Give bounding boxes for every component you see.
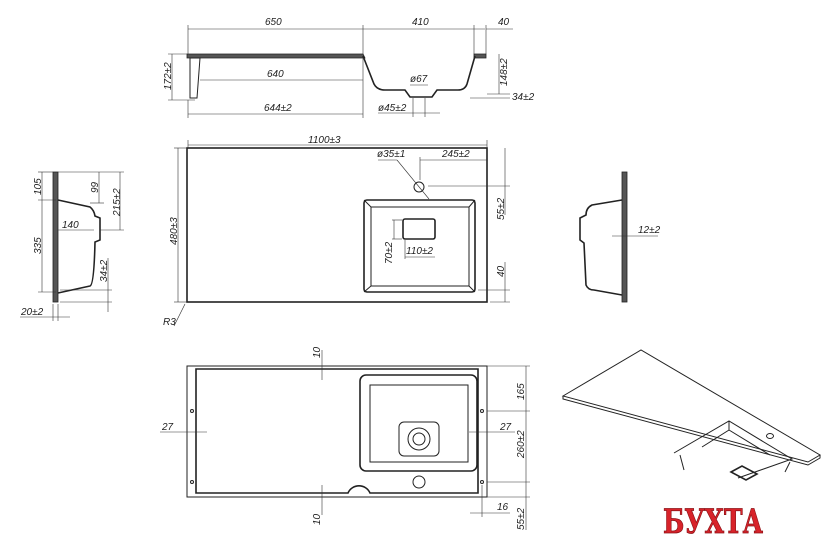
iso-front-edge xyxy=(562,396,821,466)
dim-d67: ø67 xyxy=(410,74,428,85)
iso-bowl-rim xyxy=(673,420,794,479)
countertop-slab-right xyxy=(473,53,487,59)
bottom-bowl-outer xyxy=(359,374,478,472)
right-side-view: 12±2 xyxy=(579,171,661,303)
dim-40-plan: 40 xyxy=(496,265,507,277)
dim-172: 172±2 xyxy=(163,62,174,90)
dim-165: 165 xyxy=(516,383,527,400)
bowl-side-profile xyxy=(57,199,101,294)
bowl-inner xyxy=(370,206,470,287)
section-view: 650 410 40 172±2 640 644±2 ø67 ø45±2 148… xyxy=(163,17,535,118)
dim-40: 40 xyxy=(498,17,510,28)
drain-outer-ring xyxy=(407,427,431,451)
drain-opening xyxy=(402,218,436,240)
dim-10-top: 10 xyxy=(312,346,323,358)
dim-480: 480±3 xyxy=(169,217,180,245)
side-slab xyxy=(52,171,59,303)
tap-hole xyxy=(413,181,425,193)
dim-644: 644±2 xyxy=(264,103,292,114)
dim-34: 34±2 xyxy=(512,92,535,103)
dim-16: 16 xyxy=(497,502,509,513)
plan-view: 1100±3 480±3 ø35±1 245±2 55±2 40 110±2 7… xyxy=(163,135,510,328)
dim-34-side: 34±2 xyxy=(99,259,110,282)
mounting-bracket xyxy=(189,57,201,99)
bottom-inner-rim xyxy=(195,368,479,494)
dim-55-bottom: 55±2 xyxy=(516,507,527,530)
bowl-outer xyxy=(363,199,476,293)
dim-12: 12±2 xyxy=(638,225,661,236)
dim-d45: ø45±2 xyxy=(378,103,407,114)
iso-tap-hole xyxy=(766,433,774,439)
dim-410: 410 xyxy=(412,17,429,28)
dim-260: 260±2 xyxy=(516,430,527,459)
drain-inner-ring xyxy=(412,432,426,446)
iso-top-surface xyxy=(561,349,821,463)
dim-27-left: 27 xyxy=(161,422,174,433)
dim-10-bottom: 10 xyxy=(312,513,323,525)
bottom-outline xyxy=(186,365,488,498)
bottom-view: 10 10 27 27 165 260±2 16 55±2 xyxy=(160,346,530,530)
isometric-view xyxy=(561,349,821,481)
tap-hole-bottom xyxy=(412,475,426,489)
brand-logo: БУХТА xyxy=(663,502,764,543)
iso-bowl-inner xyxy=(679,421,791,473)
bowl-profile xyxy=(362,55,476,98)
dim-110: 110±2 xyxy=(406,246,433,257)
bottom-bowl-inner xyxy=(369,384,469,463)
dim-215: 215±2 xyxy=(112,188,123,217)
left-side-view: 105 99 215±2 140 335 34±2 20±2 xyxy=(20,171,124,321)
dim-140: 140 xyxy=(62,220,79,231)
countertop-outline xyxy=(186,147,488,303)
dim-r3: R3 xyxy=(163,317,176,328)
dim-27-right: 27 xyxy=(499,422,512,433)
bottom-drain xyxy=(398,421,440,457)
iso-drain xyxy=(729,465,759,481)
dim-55-plan: 55±2 xyxy=(496,197,507,220)
dim-20: 20±2 xyxy=(20,307,44,318)
dim-245: 245±2 xyxy=(441,149,470,160)
dim-335: 335 xyxy=(33,237,44,254)
logo-text: БУХТА xyxy=(663,502,763,542)
side-slab-right xyxy=(621,171,628,303)
dim-640: 640 xyxy=(267,69,284,80)
bowl-side-profile-right xyxy=(579,199,623,296)
dim-650: 650 xyxy=(265,17,282,28)
countertop-slab xyxy=(186,53,366,59)
dim-d35: ø35±1 xyxy=(377,149,405,160)
dim-1100: 1100±3 xyxy=(308,135,341,146)
dim-148: 148±2 xyxy=(499,58,510,86)
dim-105: 105 xyxy=(33,178,44,195)
dim-70: 70±2 xyxy=(384,241,395,264)
dim-99: 99 xyxy=(90,181,101,193)
